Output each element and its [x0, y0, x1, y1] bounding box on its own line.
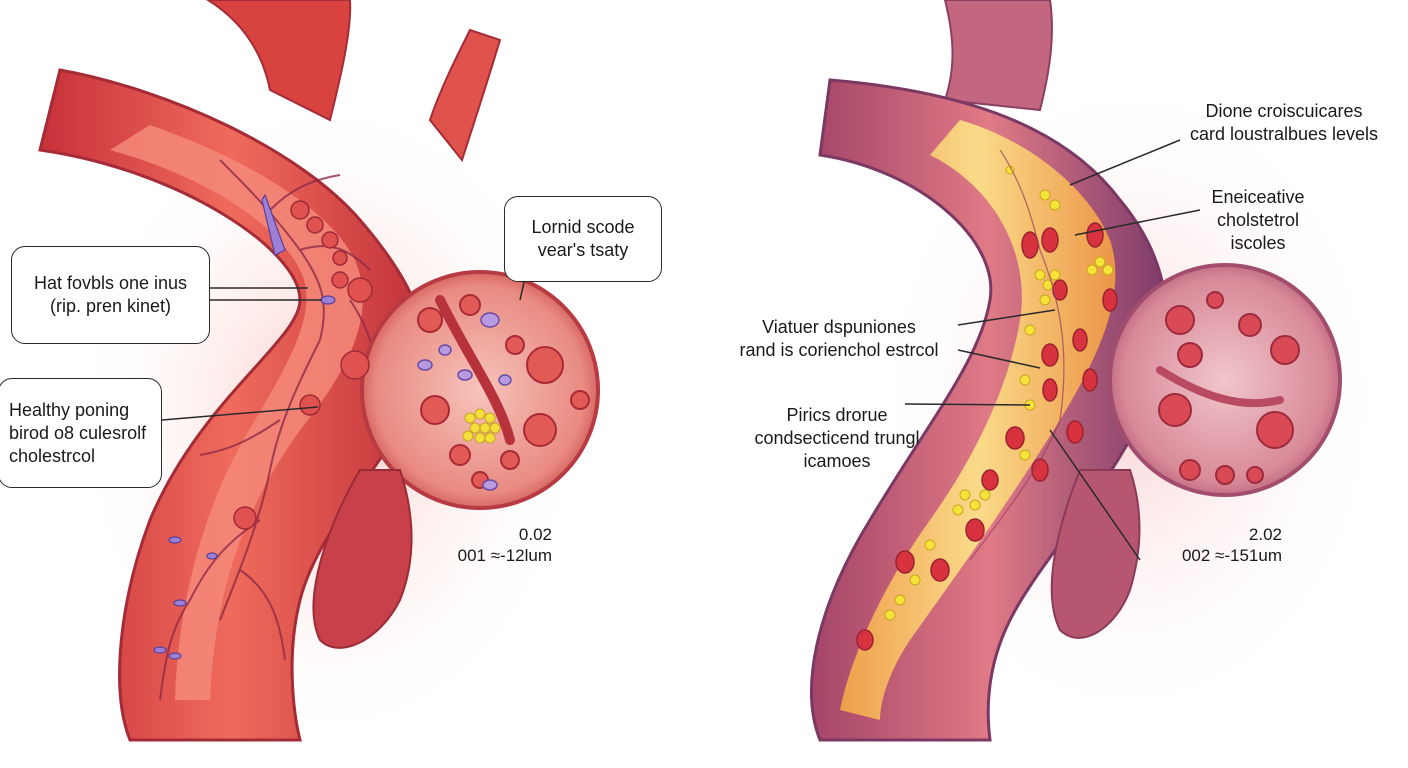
- label-diseased-upper: Eneiceative cholstetrol iscoles: [1194, 186, 1322, 255]
- label-diseased-top-line2: card loustralbues levels: [1189, 124, 1379, 144]
- label-diseased-top: Dione croiscuicares card loustralbues le…: [1168, 100, 1400, 146]
- diseased-vein-lines: [969, 149, 1065, 561]
- vessel-red-cells: [233, 200, 373, 530]
- label-diseased-middle-line1: Viatuer dspuniones: [762, 317, 916, 337]
- label-diseased-lower-line3: icamoes: [803, 451, 871, 471]
- label-diseased-lower-line2: condsecticend trungl: [754, 428, 920, 448]
- callout-healthy-bottom: Healthy poning birod o8 culesrolf choles…: [0, 378, 162, 488]
- label-diseased-upper-line1: Eneiceative: [1211, 187, 1305, 207]
- callout-healthy-top-line2: vear's tsaty: [537, 240, 629, 260]
- diseased-bulb-fold: [1156, 366, 1284, 408]
- scale-healthy: 0.02 001 ≈-12lum: [440, 524, 552, 566]
- vessel-purple-cells: [153, 193, 336, 660]
- diseased-cross-section: [1108, 263, 1342, 497]
- vein-network: [159, 159, 378, 701]
- callout-healthy-bottom-line1: Healthy poning: [9, 399, 130, 420]
- healthy-upper-branch: [206, 0, 352, 122]
- diseased-artery: [810, 0, 1342, 742]
- plaque-cholesterol-globules: [884, 165, 1114, 621]
- callout-healthy-bottom-line2: birod o8 culesrolf: [9, 422, 147, 443]
- healthy-artery: [38, 0, 600, 742]
- callout-healthy-middle: Hat fovbls one inus (rip. pren kinet): [11, 246, 210, 344]
- callout-healthy-top-line1: Lornid scode: [531, 217, 635, 237]
- healthy-top-right-branch: [428, 28, 502, 163]
- healthy-cross-section: [360, 270, 600, 510]
- diseased-lower-fold: [1050, 469, 1141, 639]
- callout-healthy-bottom-line3: cholestrcol: [9, 445, 96, 466]
- healthy-lower-fold: [312, 469, 413, 649]
- scale-diseased-range: 002 ≈-151um: [1181, 546, 1282, 565]
- label-diseased-lower: Pirics drorue condsecticend trungl icamo…: [742, 404, 932, 473]
- label-diseased-lower-line1: Pirics drorue: [786, 405, 888, 425]
- scale-healthy-value: 0.02: [518, 525, 552, 544]
- healthy-cholesterol-cluster: [462, 408, 501, 444]
- diseased-bulb-red-cells: [1158, 291, 1300, 485]
- healthy-lumen: [110, 125, 363, 700]
- label-diseased-top-line1: Dione croiscuicares: [1205, 101, 1363, 121]
- diseased-upper-branch: [943, 0, 1053, 112]
- scale-healthy-range: 001 ≈-12lum: [457, 546, 552, 565]
- callout-healthy-top: Lornid scode vear's tsaty: [504, 196, 662, 282]
- label-diseased-middle-line2: rand is corienchol estrcol: [739, 340, 939, 360]
- right-leader-lines: [904, 139, 1201, 561]
- scale-diseased: 2.02 002 ≈-151um: [1160, 524, 1282, 566]
- plaque-red-cells: [856, 222, 1118, 651]
- callout-healthy-middle-line2: (rip. pren kinet): [49, 296, 172, 316]
- healthy-bulb-fold: [435, 295, 515, 445]
- healthy-purple-cells: [417, 312, 512, 491]
- scale-diseased-value: 2.02: [1248, 525, 1282, 544]
- label-diseased-middle: Viatuer dspuniones rand is corienchol es…: [724, 316, 954, 362]
- label-diseased-upper-line3: iscoles: [1230, 233, 1286, 253]
- label-diseased-upper-line2: cholstetrol: [1216, 210, 1300, 230]
- left-leader-lines: [161, 275, 526, 421]
- healthy-red-cells: [417, 294, 590, 489]
- callout-healthy-middle-line1: Hat fovbls one inus: [33, 273, 188, 293]
